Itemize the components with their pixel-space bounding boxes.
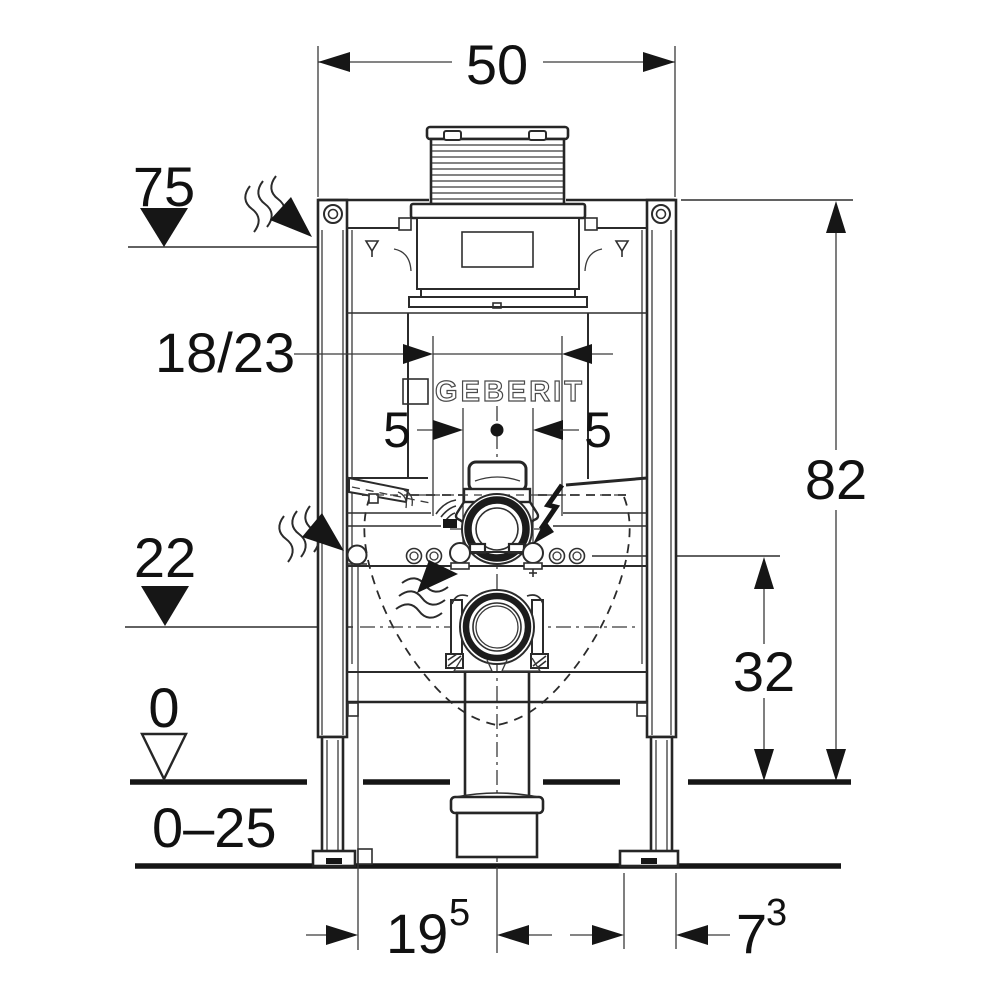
dim-fixing-height: 32 [733,557,795,781]
inspection-window [461,231,534,268]
water-level-icon [614,240,630,257]
logo-square [402,378,429,405]
level-reference-lines [125,199,853,628]
water-supply-wavy-arrow-icon [244,175,312,237]
dim-supply-height-label: 75 [133,155,195,218]
dim-top-width: 50 [318,33,675,96]
water-supply-wavy-arrow-icon [278,505,344,563]
level-triangle-filled-icon [140,208,188,247]
foot-plate-left [311,848,373,868]
dim-outlet-height-label: 22 [134,526,196,589]
dim-flush-pipe-span-label: 18/23 [155,321,295,384]
screw-hole-icon [651,204,671,224]
dim-foot-offset-sup: 5 [449,892,470,934]
fixing-points-row [346,542,586,577]
dim-frame-height-label: 82 [805,448,867,511]
brand-logo: GEBERIT [402,375,585,409]
dim-floor-zero-label: 0 [148,676,179,739]
dim-offset-left: 5 [383,402,463,458]
foot-plate-right [618,849,680,868]
level-triangle-filled-icon [141,586,189,626]
center-reference-dot [490,423,504,437]
dim-foot-center-offset: 19 5 [306,892,552,965]
dim-foot-plate-width: 7 3 [570,892,787,965]
dim-fixing-height-label: 32 [733,640,795,703]
dim-foot-width-sup: 3 [766,892,787,934]
dim-foot-offset-main: 19 [386,902,448,965]
frame-structure [311,198,680,868]
dim-offset-right: 5 [533,402,612,458]
screw-hole-icon [323,204,343,224]
dim-frame-height: 82 [805,201,867,781]
fill-valve-mechanism [347,476,648,528]
dim-offset-left-label: 5 [383,402,411,458]
dim-floor-zero: 0 [140,676,188,782]
dim-floor-buildup-label: 0–25 [152,796,277,859]
water-level-icon [364,240,380,257]
extension-lines [317,46,677,953]
cistern-protection-box [425,125,570,206]
dim-foot-width-main: 7 [736,902,767,965]
flush-pipe-connector [362,460,626,565]
drain-outlet-assembly [445,589,549,797]
dim-offset-right-label: 5 [584,402,612,458]
dim-outlet-height: 22 [134,526,196,626]
dim-top-width-label: 50 [466,33,528,96]
drain-protective-cap [449,792,545,859]
dim-flush-pipe-span: 18/23 [155,321,613,384]
floor-lines [130,779,851,869]
level-triangle-open-icon [140,732,188,782]
brand-logo-text: GEBERIT [435,376,585,408]
water-supply-wavy-arrow-icon [395,560,458,619]
cistern-access-panel [347,202,647,314]
power-supply-lightning-icon [533,483,565,544]
dim-supply-height: 75 [133,155,195,247]
